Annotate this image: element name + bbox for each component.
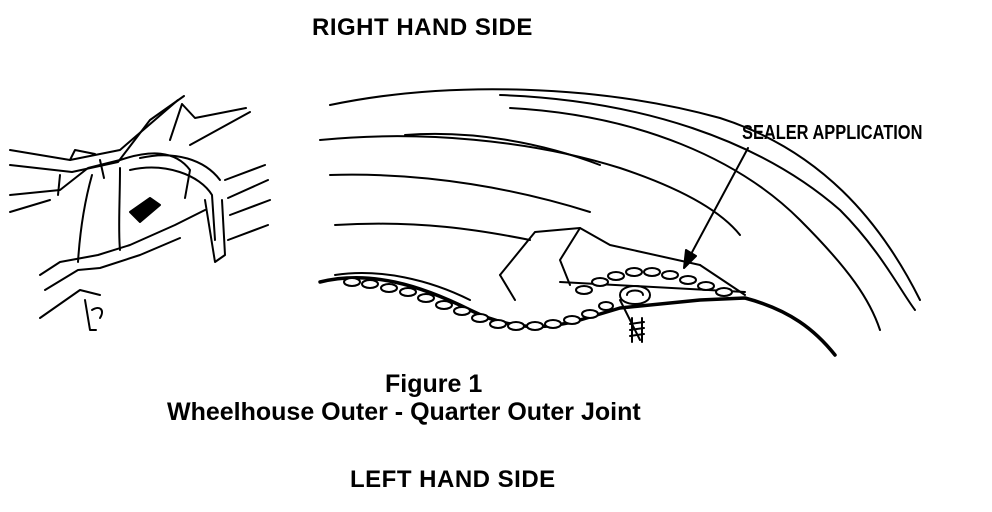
sealer-application-label: SEALER APPLICATION [742,122,923,144]
heading-left-hand-side: LEFT HAND SIDE [350,466,556,493]
leader-arrow [683,147,749,269]
heading-right-hand-side: RIGHT HAND SIDE [312,14,533,41]
figure-number: Figure 1 [385,370,483,398]
figure-caption: Wheelhouse Outer - Quarter Outer Joint [167,398,641,426]
overview-illustration [9,95,271,331]
sealer-bead [343,267,733,331]
joint-detail-illustration [318,88,921,357]
